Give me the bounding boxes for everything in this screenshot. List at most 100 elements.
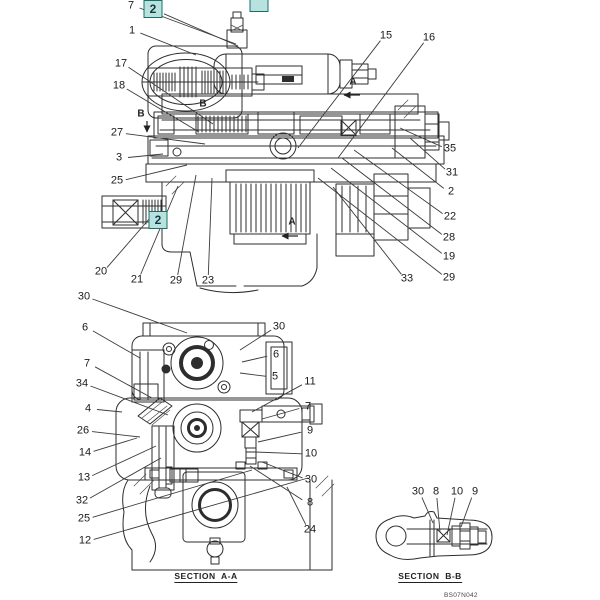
part-callout-23: 23 bbox=[201, 274, 215, 287]
leader-line bbox=[436, 497, 441, 533]
section-bb-label: SECTION B-B bbox=[398, 571, 462, 583]
aa-upper-housing bbox=[131, 322, 293, 403]
leader-line bbox=[177, 174, 197, 276]
leader-line bbox=[91, 431, 141, 438]
part-callout-30: 30 bbox=[77, 290, 91, 303]
leader-line bbox=[446, 497, 456, 536]
part-callout-7: 7 bbox=[304, 400, 312, 413]
leader-line bbox=[96, 409, 123, 413]
leader-line bbox=[93, 477, 309, 540]
part-callout-33: 33 bbox=[400, 272, 414, 285]
part-callout-16: 16 bbox=[422, 31, 436, 44]
aa-lower-housing bbox=[115, 397, 323, 499]
part-callout-30: 30 bbox=[272, 320, 286, 333]
part-callout-20: 20 bbox=[94, 265, 108, 278]
leader-line bbox=[125, 133, 206, 145]
leader-line bbox=[261, 408, 300, 420]
leader-line bbox=[391, 147, 445, 189]
part-callout-26: 26 bbox=[76, 424, 90, 437]
highlighted-part-ref-2[interactable]: 2 bbox=[148, 211, 168, 229]
part-callout-15: 15 bbox=[379, 29, 393, 42]
leader-line bbox=[90, 385, 169, 416]
part-callout-1: 1 bbox=[128, 24, 136, 37]
section-aa-label: SECTION A-A bbox=[174, 571, 238, 583]
part-callout-17: 17 bbox=[114, 57, 128, 70]
aa-bottom-block bbox=[122, 471, 335, 571]
part-callout-12: 12 bbox=[78, 534, 92, 547]
part-callout-18: 18 bbox=[112, 79, 126, 92]
leader-line bbox=[127, 153, 164, 158]
part-callout-19: 19 bbox=[442, 250, 456, 263]
part-callout-7: 7 bbox=[127, 0, 135, 12]
section-marker-b: B bbox=[199, 98, 207, 110]
part-callout-30: 30 bbox=[411, 485, 425, 498]
part-callout-31: 31 bbox=[445, 166, 459, 179]
part-callout-2: 2 bbox=[447, 185, 455, 198]
part-callout-10: 10 bbox=[304, 447, 318, 460]
part-callout-9: 9 bbox=[471, 485, 479, 498]
part-callout-4: 4 bbox=[84, 402, 92, 415]
part-callout-6: 6 bbox=[272, 348, 280, 361]
leader-line bbox=[140, 32, 197, 56]
highlighted-part-ref-2[interactable]: 2 bbox=[143, 0, 163, 18]
leader-line bbox=[92, 469, 253, 518]
part-callout-13: 13 bbox=[77, 471, 91, 484]
part-callout-34: 34 bbox=[75, 377, 89, 390]
leader-line bbox=[337, 42, 424, 159]
leader-line bbox=[460, 497, 473, 528]
leader-line bbox=[207, 177, 213, 276]
part-callout-32: 32 bbox=[75, 494, 89, 507]
part-callout-22: 22 bbox=[443, 210, 457, 223]
leader-line bbox=[239, 329, 272, 351]
part-callout-27: 27 bbox=[110, 126, 124, 139]
leader-line bbox=[297, 40, 381, 149]
part-callout-21: 21 bbox=[130, 273, 144, 286]
part-callout-28: 28 bbox=[442, 231, 456, 244]
part-callout-24: 24 bbox=[303, 523, 317, 536]
section-aa-view bbox=[115, 322, 335, 571]
part-callout-6: 6 bbox=[81, 321, 89, 334]
part-callout-8: 8 bbox=[432, 485, 440, 498]
leader-line bbox=[140, 185, 179, 275]
section-marker-a: A bbox=[349, 76, 357, 88]
part-callout-25: 25 bbox=[77, 512, 91, 525]
part-callout-8: 8 bbox=[306, 496, 314, 509]
section-marker-b: B bbox=[137, 108, 145, 120]
leader-line bbox=[128, 66, 214, 125]
leader-line bbox=[421, 497, 434, 524]
part-callout-7: 7 bbox=[83, 357, 91, 370]
leader-line bbox=[125, 164, 188, 181]
highlighted-part-ref[interactable] bbox=[249, 0, 269, 12]
leader-line bbox=[330, 167, 443, 254]
doc-code: BS07N042 bbox=[444, 592, 478, 599]
part-callout-25: 25 bbox=[110, 174, 124, 187]
part-callout-29: 29 bbox=[169, 274, 183, 287]
solenoid-cylinder bbox=[213, 53, 377, 95]
leader-line bbox=[93, 437, 138, 452]
leader-line bbox=[261, 461, 303, 479]
leader-line bbox=[341, 157, 443, 235]
leader-line bbox=[409, 137, 446, 170]
leader-line bbox=[332, 186, 402, 275]
leader-line bbox=[399, 127, 442, 148]
leader-line bbox=[92, 330, 141, 359]
leader-line bbox=[286, 486, 307, 525]
leader-line bbox=[241, 355, 268, 363]
part-callout-9: 9 bbox=[306, 424, 314, 437]
leader-line bbox=[126, 88, 200, 133]
leader-line bbox=[254, 451, 303, 455]
part-callout-30: 30 bbox=[304, 473, 318, 486]
main-valve-body bbox=[147, 93, 450, 165]
part-callout-3: 3 bbox=[115, 151, 123, 164]
leader-line bbox=[163, 13, 239, 47]
leader-line bbox=[251, 384, 303, 413]
leader-line bbox=[92, 445, 157, 477]
leader-line bbox=[317, 177, 443, 275]
part-callout-5: 5 bbox=[271, 370, 279, 383]
part-callout-29: 29 bbox=[442, 271, 456, 284]
leader-line bbox=[257, 431, 302, 443]
leader-line bbox=[249, 465, 303, 501]
